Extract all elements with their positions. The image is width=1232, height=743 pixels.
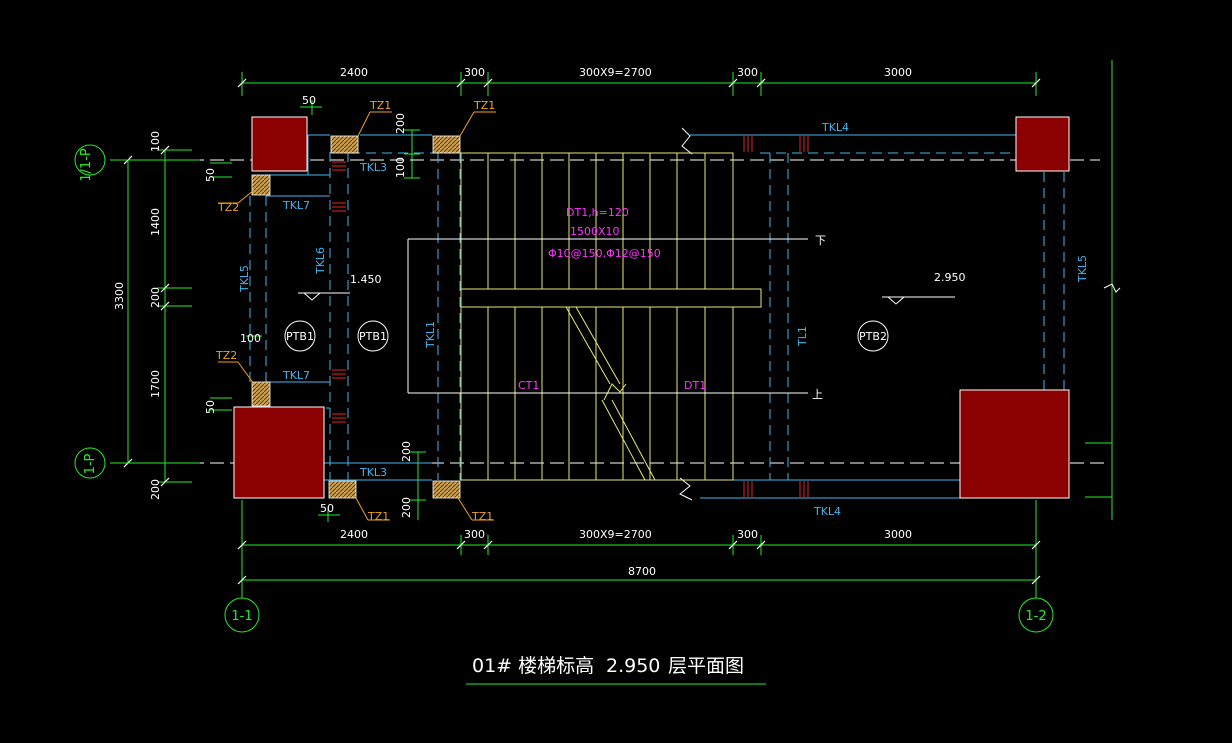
dim-top-300b: 300 <box>737 66 758 79</box>
dim-bot-300b: 300 <box>737 528 758 541</box>
beam-lines <box>249 134 1065 499</box>
tz2-top <box>251 174 271 196</box>
dim-50-left-top: 50 <box>204 168 217 182</box>
tz1-bot-a <box>328 480 357 499</box>
level-landing: 1.450 <box>350 273 382 286</box>
beam-ticks <box>332 136 809 497</box>
stair-spec-line2: 1500X10 <box>570 225 620 238</box>
dim-bot-2400: 2400 <box>340 528 368 541</box>
dim-top-300a: 300 <box>464 66 485 79</box>
dim-50-bottom: 50 <box>320 502 334 515</box>
dim-left-200a: 200 <box>149 287 162 308</box>
break-symbol-right <box>1103 283 1121 293</box>
drawing-title-level: 2.950 <box>606 655 660 677</box>
panel-bubbles <box>284 320 889 352</box>
axis-label-a-top: 1/1-P <box>79 148 94 182</box>
dim-bot-300a: 300 <box>464 528 485 541</box>
drawing-title-suffix: 层平面图 <box>668 655 744 677</box>
label-ptb1-a: PTB1 <box>286 330 314 343</box>
label-tz1-a: TZ1 <box>369 99 391 112</box>
label-tz1-b: TZ1 <box>473 99 495 112</box>
label-tkl3-a: TKL3 <box>359 161 387 174</box>
dim-top-3000: 3000 <box>884 66 912 79</box>
dim-left-100: 100 <box>149 131 162 152</box>
dim-left-1400: 1400 <box>149 208 162 236</box>
column-top-left <box>251 116 308 172</box>
label-ptb2: PTB2 <box>859 330 887 343</box>
dim-left-total: 3300 <box>113 282 126 310</box>
tz2-bot <box>251 381 271 407</box>
drawing-title-name: 01# 楼梯标高 <box>472 655 594 677</box>
dim-top-2400: 2400 <box>340 66 368 79</box>
dimension-ticks <box>123 78 1041 585</box>
tz1-top-a <box>330 135 359 154</box>
column-top-right <box>1015 116 1070 172</box>
dim-200-bot2: 200 <box>400 497 413 518</box>
label-tkl1: TKL1 <box>424 321 437 349</box>
columns <box>233 116 1070 499</box>
dim-200-bot1: 200 <box>400 441 413 462</box>
axis-bubbles <box>74 144 1054 633</box>
dim-100-left: 100 <box>240 332 261 345</box>
label-tz1-d: TZ1 <box>471 510 493 523</box>
up-mark: 上 <box>812 388 823 401</box>
label-tkl6: TKL6 <box>314 247 327 275</box>
tz1-top-b <box>432 135 461 154</box>
dim-left-200b: 200 <box>149 479 162 500</box>
label-tz2-b: TZ2 <box>215 349 237 362</box>
label-tz1-c: TZ1 <box>367 510 389 523</box>
column-bottom-right <box>959 389 1070 499</box>
label-tkl5-left: TKL5 <box>238 265 251 293</box>
label-tkl3-b: TKL3 <box>359 466 387 479</box>
stair-flight <box>460 152 762 481</box>
dim-50-left-bot: 50 <box>204 400 217 414</box>
axis-label-b-left: 1-1 <box>231 609 252 624</box>
dim-200-top: 200 <box>394 113 407 134</box>
label-ptb1-b: PTB1 <box>359 330 387 343</box>
label-tz2-a: TZ2 <box>217 201 239 214</box>
label-tkl4-b: TKL4 <box>813 505 841 518</box>
axis-label-b-right: 1-2 <box>1025 609 1046 624</box>
axis-label-a-bot: 1-P <box>83 453 98 474</box>
dim-overall: 8700 <box>628 565 656 578</box>
dim-100-top: 100 <box>394 157 407 178</box>
tz1-bot-b <box>432 480 461 499</box>
dim-left-1700: 1700 <box>149 370 162 398</box>
dim-50-top: 50 <box>302 94 316 107</box>
label-tkl7-b: TKL7 <box>282 369 310 382</box>
stair-spec-line3: Φ10@150,Φ12@150 <box>548 247 661 260</box>
label-dt1: DT1 <box>684 379 706 392</box>
column-bottom-left <box>233 406 325 499</box>
dim-bot-3000: 3000 <box>884 528 912 541</box>
label-leaders <box>218 111 496 521</box>
stair-spec-line1: DT1,h=120 <box>566 206 629 219</box>
label-ct1: CT1 <box>518 379 539 392</box>
label-tkl5-right: TKL5 <box>1076 255 1089 283</box>
label-tl1: TL1 <box>796 326 809 347</box>
label-tkl4-a: TKL4 <box>821 121 849 134</box>
dim-top-2700: 300X9=2700 <box>579 66 652 79</box>
level-floor: 2.950 <box>934 271 966 284</box>
down-mark: 下 <box>815 234 826 247</box>
stair-columns-tz <box>251 135 461 499</box>
label-tkl7-a: TKL7 <box>282 199 310 212</box>
dim-bot-2700: 300X9=2700 <box>579 528 652 541</box>
walk-lines <box>298 127 955 501</box>
